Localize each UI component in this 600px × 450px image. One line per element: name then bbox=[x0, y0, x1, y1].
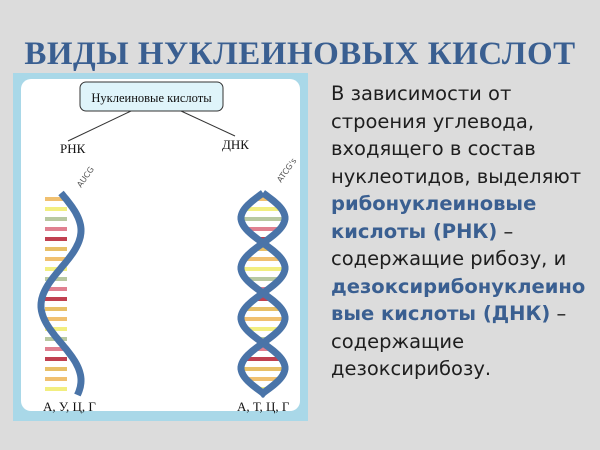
body-line: дезоксирибозу. bbox=[331, 355, 596, 383]
body-line: вые кислоты (ДНК) – bbox=[331, 300, 596, 328]
figure-diagram: Нуклеиновые кислоты РНК ДНК AUCG ATCG's … bbox=[37, 81, 298, 414]
body-text-segment: дезоксирибозу. bbox=[331, 357, 492, 380]
root-box bbox=[79, 81, 224, 112]
body-text-segment: нуклеотидов, выделяют bbox=[331, 164, 582, 188]
helix-strand bbox=[37, 190, 85, 397]
rna-tag: AUCG bbox=[75, 165, 96, 189]
dna-bases: А, Т, Ц, Г bbox=[237, 399, 290, 414]
branch-line-left bbox=[67, 110, 132, 142]
dna-tag: ATCG's bbox=[275, 157, 298, 185]
body-line: содержащие рибозу, и bbox=[331, 245, 596, 273]
root-label: Нуклеиновые кислоты bbox=[91, 91, 212, 105]
rna-label: РНК bbox=[60, 141, 86, 156]
highlighted-term: кислоты (РНК) bbox=[331, 219, 498, 243]
helix-strand bbox=[237, 190, 289, 398]
rna-helix bbox=[37, 190, 85, 397]
branch-line-right bbox=[180, 110, 236, 137]
body-text-segment: строения углевода, bbox=[331, 109, 535, 133]
body-line: В зависимости от bbox=[331, 80, 596, 108]
dna-helix bbox=[237, 190, 289, 398]
dash: – bbox=[550, 302, 567, 325]
dna-label: ДНК bbox=[222, 137, 249, 152]
body-line: дезоксирибонуклеино bbox=[331, 273, 596, 301]
nucleic-acids-figure: Нуклеиновые кислоты РНК ДНК AUCG ATCG's … bbox=[13, 73, 308, 421]
body-text-segment: содержащие bbox=[331, 329, 465, 353]
body-text-segment: В зависимости от bbox=[331, 82, 512, 105]
body-line: кислоты (РНК) – bbox=[331, 218, 596, 246]
dash: – bbox=[497, 219, 514, 243]
body-line: рибонуклеиновые bbox=[331, 190, 596, 218]
body-line: строения углевода, bbox=[331, 108, 596, 136]
highlighted-term: рибонуклеиновые bbox=[331, 192, 537, 215]
slide-title: ВИДЫ НУКЛЕИНОВЫХ КИСЛОТ bbox=[24, 36, 576, 72]
body-line: нуклеотидов, выделяют bbox=[331, 163, 596, 191]
highlighted-term: дезоксирибонуклеино bbox=[331, 274, 586, 298]
body-line: входящего в состав bbox=[331, 135, 596, 163]
body-text-segment: содержащие рибозу, и bbox=[331, 247, 567, 270]
rna-bases: А, У, Ц, Г bbox=[43, 399, 96, 414]
highlighted-term: вые кислоты (ДНК) bbox=[331, 302, 551, 325]
body-text: В зависимости от строения углевода, входящ… bbox=[331, 80, 596, 383]
body-line: содержащие bbox=[331, 328, 596, 356]
body-text-segment: входящего в состав bbox=[331, 137, 536, 160]
